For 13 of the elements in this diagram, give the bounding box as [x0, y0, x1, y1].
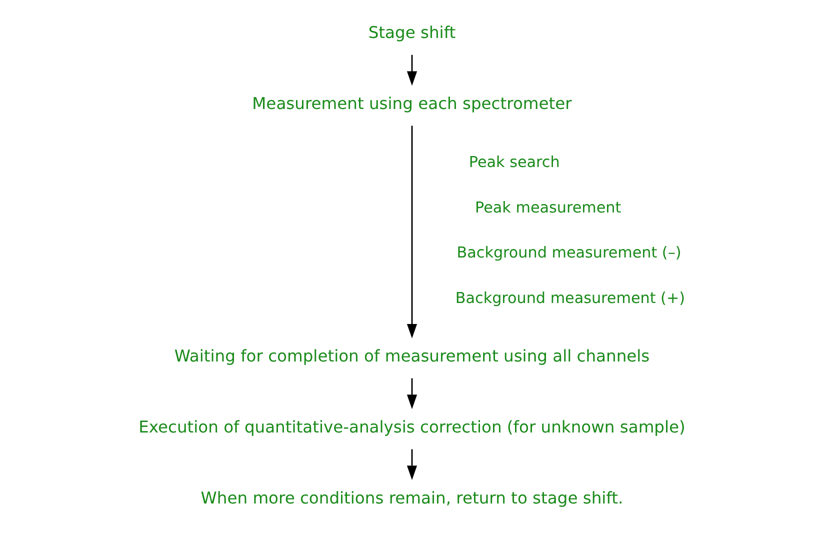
label: Peak measurement [474, 198, 621, 216]
arrow [406, 378, 417, 410]
label: Background measurement (–) [456, 244, 681, 262]
node-text: Measurement using each spectrometer [252, 94, 572, 114]
node-text: When more conditions remain, return to stage shift. [200, 488, 623, 508]
node-text: Waiting for completion of measurement using all channels [174, 346, 650, 366]
node-text: Stage shift [368, 23, 456, 42]
label: Peak search [468, 152, 560, 171]
arrow [406, 126, 417, 338]
label: Background measurement (+) [454, 289, 685, 308]
arrow [406, 54, 417, 86]
node-text: Execution of quantitative-analysis correction (for unknown sample) [138, 418, 685, 436]
arrow [406, 449, 417, 480]
